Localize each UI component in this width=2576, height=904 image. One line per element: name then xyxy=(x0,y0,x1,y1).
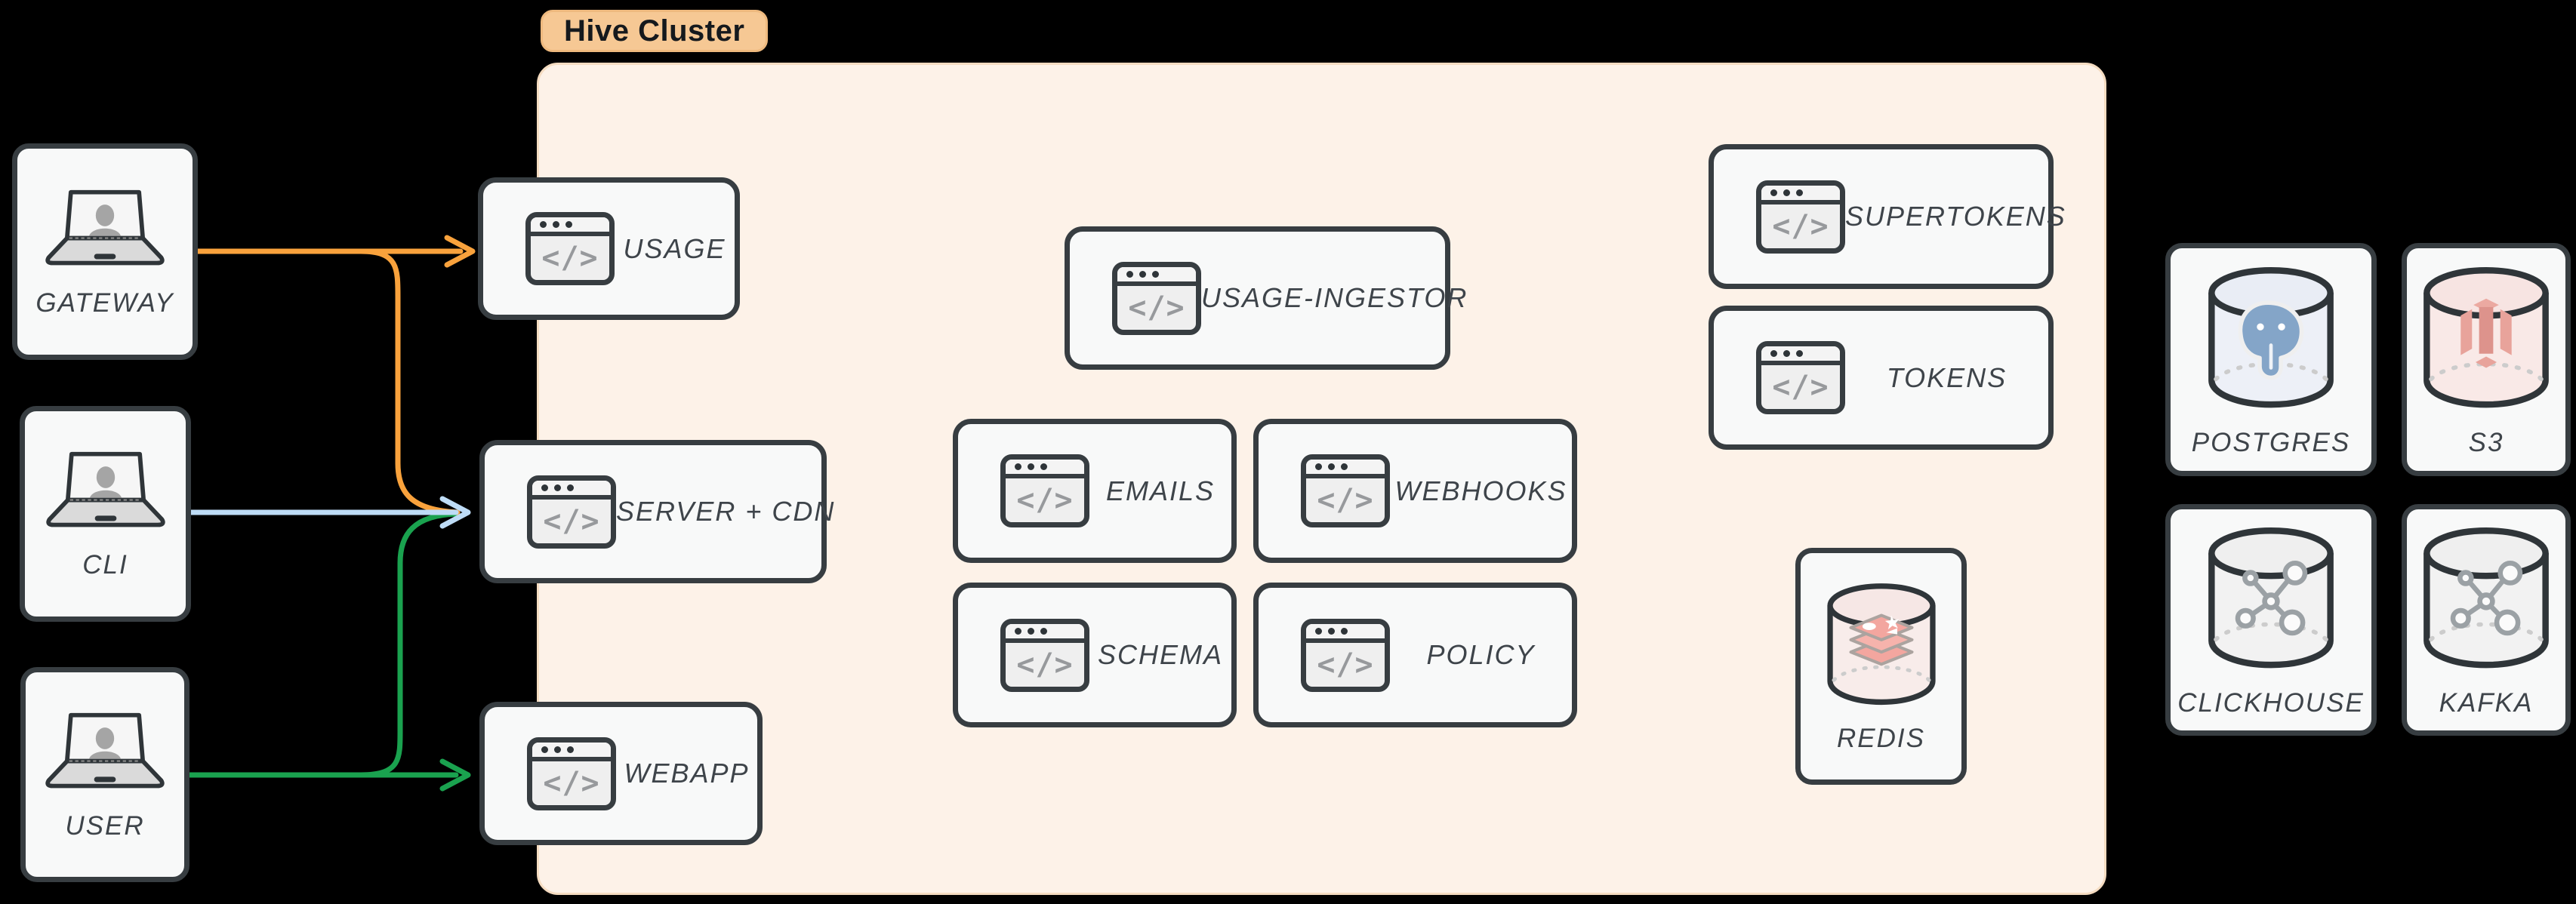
service-webapp: </> WEBAPP xyxy=(479,702,763,845)
service-emails: </> EMAILS xyxy=(953,419,1237,563)
browser-code-icon: </> xyxy=(1000,618,1089,692)
service-label: WEBHOOKS xyxy=(1394,475,1567,506)
service-label: REDIS xyxy=(1837,724,1925,753)
laptop-user-icon xyxy=(40,709,170,801)
code-glyph: </> xyxy=(541,241,599,275)
datastore-clickhouse: CLICKHOUSE xyxy=(2165,504,2377,736)
redis-logo xyxy=(1849,613,1913,666)
service-label: POLICY xyxy=(1426,639,1536,670)
browser-code-icon: </> xyxy=(525,212,615,285)
client-gateway: GATEWAY xyxy=(12,143,198,360)
service-supertokens: </> SUPERTOKENS xyxy=(1709,144,2065,289)
service-label: TOKENS xyxy=(1886,361,2007,393)
client-label: USER xyxy=(65,810,145,841)
laptop-user-icon xyxy=(41,447,171,540)
code-glyph: </> xyxy=(543,765,600,801)
code-glyph: </> xyxy=(543,503,600,539)
s3-bucket-logo xyxy=(2460,298,2512,367)
laptop-user-icon xyxy=(40,186,170,278)
service-schema: </> SCHEMA xyxy=(953,583,1237,727)
datastore-label: S3 xyxy=(2468,427,2504,457)
service-policy: </> POLICY xyxy=(1253,583,1577,727)
browser-code-icon: </> xyxy=(1000,454,1089,527)
datastore-label: POSTGRES xyxy=(2191,427,2351,457)
browser-code-icon: </> xyxy=(1756,180,1845,254)
code-glyph: </> xyxy=(1317,483,1374,518)
redis-database-icon xyxy=(1820,579,1943,713)
code-glyph: </> xyxy=(1016,647,1074,682)
client-cli: CLI xyxy=(20,406,191,622)
service-label: SERVER + CDN xyxy=(616,496,836,527)
postgres-elephant-logo xyxy=(2238,300,2304,380)
service-server-cdn: </> SERVER + CDN xyxy=(479,440,834,583)
datastore-label: CLICKHOUSE xyxy=(2177,687,2365,718)
s3-database-icon xyxy=(2415,262,2557,417)
code-glyph: </> xyxy=(1772,370,1829,404)
arrow-gateway-servercdn xyxy=(358,248,461,515)
code-glyph: </> xyxy=(1772,208,1829,244)
clickhouse-database-icon xyxy=(2200,522,2342,678)
service-tokens: </> TOKENS xyxy=(1709,306,2054,450)
service-usage: </> USAGE xyxy=(478,177,740,320)
service-label: SUPERTOKENS xyxy=(1845,201,2066,232)
browser-code-icon: </> xyxy=(1301,618,1390,692)
client-label: CLI xyxy=(82,550,128,580)
service-label: WEBAPP xyxy=(624,758,750,789)
code-glyph: </> xyxy=(1016,483,1074,518)
service-usage-ingestor: </> USAGE-INGESTOR xyxy=(1065,226,1466,370)
arrow-user-servercdn xyxy=(358,511,459,778)
service-label: SCHEMA xyxy=(1097,639,1224,670)
datastore-s3: S3 xyxy=(2402,243,2571,476)
service-label: EMAILS xyxy=(1105,475,1216,506)
hive-cluster-badge: Hive Cluster xyxy=(541,10,769,52)
code-glyph: </> xyxy=(1317,647,1374,682)
client-user: USER xyxy=(20,667,190,882)
client-label: GATEWAY xyxy=(35,287,174,318)
datastore-postgres: POSTGRES xyxy=(2165,243,2377,476)
datastore-kafka: KAFKA xyxy=(2402,504,2571,736)
postgres-database-icon xyxy=(2200,262,2342,417)
service-redis: REDIS xyxy=(1795,548,1967,785)
service-webhooks: </> WEBHOOKS xyxy=(1253,419,1577,563)
datastore-label: KAFKA xyxy=(2439,687,2534,718)
kafka-database-icon xyxy=(2415,522,2557,678)
browser-code-icon: </> xyxy=(527,475,616,549)
browser-code-icon: </> xyxy=(527,736,616,810)
browser-code-icon: </> xyxy=(1112,261,1201,335)
browser-code-icon: </> xyxy=(1301,454,1390,527)
code-glyph: </> xyxy=(1128,290,1185,325)
browser-code-icon: </> xyxy=(1756,341,1845,414)
service-label: USAGE xyxy=(623,232,726,264)
service-label: USAGE-INGESTOR xyxy=(1201,282,1468,313)
